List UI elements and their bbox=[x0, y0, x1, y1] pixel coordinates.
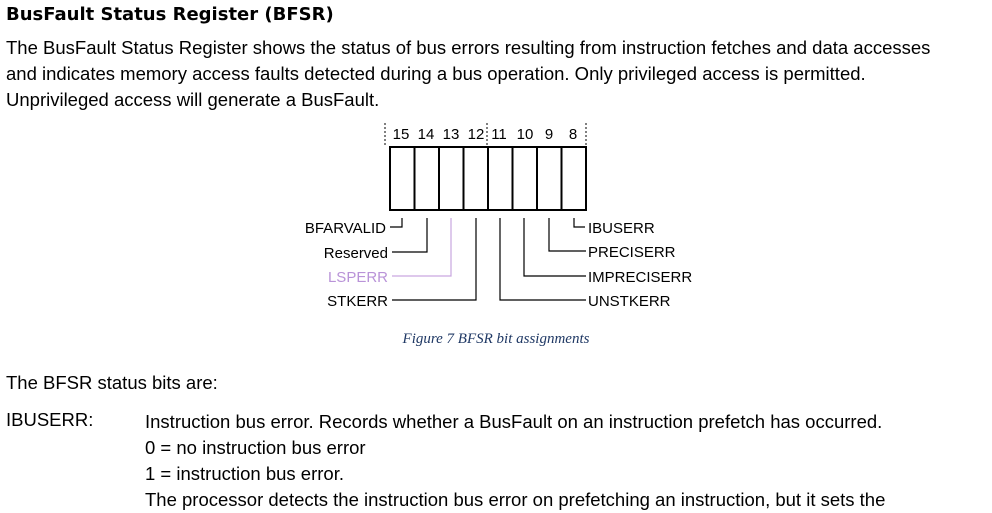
label-unstkerr: UNSTKERR bbox=[588, 293, 671, 310]
bit-number-13: 13 bbox=[443, 126, 460, 143]
stkerr-leader bbox=[392, 218, 477, 301]
intro-line-2: and indicates memory access faults detec… bbox=[6, 63, 866, 84]
label-stkerr: STKERR bbox=[327, 293, 388, 310]
bfsr-bit-diagram: 15 14 13 12 11 10 9 8 BFARVALID Reserved… bbox=[305, 123, 692, 310]
status-bits-intro: The BFSR status bits are: bbox=[6, 372, 218, 393]
preciserr-leader bbox=[548, 218, 586, 252]
label-ibuserr: IBUSERR bbox=[588, 220, 655, 237]
ibuserr-term: IBUSERR: bbox=[6, 409, 94, 430]
label-bfarvalid: BFARVALID bbox=[305, 220, 386, 237]
unstkerr-leader bbox=[499, 218, 586, 301]
bit-number-15: 15 bbox=[393, 126, 410, 143]
label-reserved: Reserved bbox=[324, 245, 388, 262]
intro-line-1: The BusFault Status Register shows the s… bbox=[6, 37, 931, 58]
ibuserr-def-line-4: The processor detects the instruction bu… bbox=[145, 489, 886, 510]
ibuserr-leader bbox=[573, 218, 585, 228]
lsperr-leader bbox=[392, 218, 452, 277]
label-impreciserr: IMPRECISERR bbox=[588, 269, 692, 286]
bit-number-12: 12 bbox=[468, 126, 485, 143]
ibuserr-def-line-3: 1 = instruction bus error. bbox=[145, 463, 344, 484]
bit-number-10: 10 bbox=[517, 126, 534, 143]
intro-paragraph: The BusFault Status Register shows the s… bbox=[6, 35, 986, 113]
intro-line-3: Unprivileged access will generate a BusF… bbox=[6, 89, 380, 110]
ibuserr-definition: Instruction bus error. Records whether a… bbox=[145, 409, 990, 513]
ibuserr-def-line-2: 0 = no instruction bus error bbox=[145, 437, 366, 458]
impreciserr-leader bbox=[523, 218, 586, 277]
reserved-leader bbox=[392, 218, 428, 253]
label-lsperr: LSPERR bbox=[328, 269, 388, 286]
section-heading: BusFault Status Register (BFSR) bbox=[6, 4, 334, 25]
bfarvalid-leader bbox=[390, 218, 403, 228]
figure-caption: Figure 7 BFSR bit assignments bbox=[402, 331, 590, 347]
bit-number-14: 14 bbox=[418, 126, 435, 143]
bit-number-11: 11 bbox=[491, 126, 507, 143]
bit-number-8: 8 bbox=[569, 126, 577, 143]
label-preciserr: PRECISERR bbox=[588, 244, 676, 261]
bit-number-9: 9 bbox=[545, 126, 553, 143]
ibuserr-def-line-1: Instruction bus error. Records whether a… bbox=[145, 411, 883, 432]
